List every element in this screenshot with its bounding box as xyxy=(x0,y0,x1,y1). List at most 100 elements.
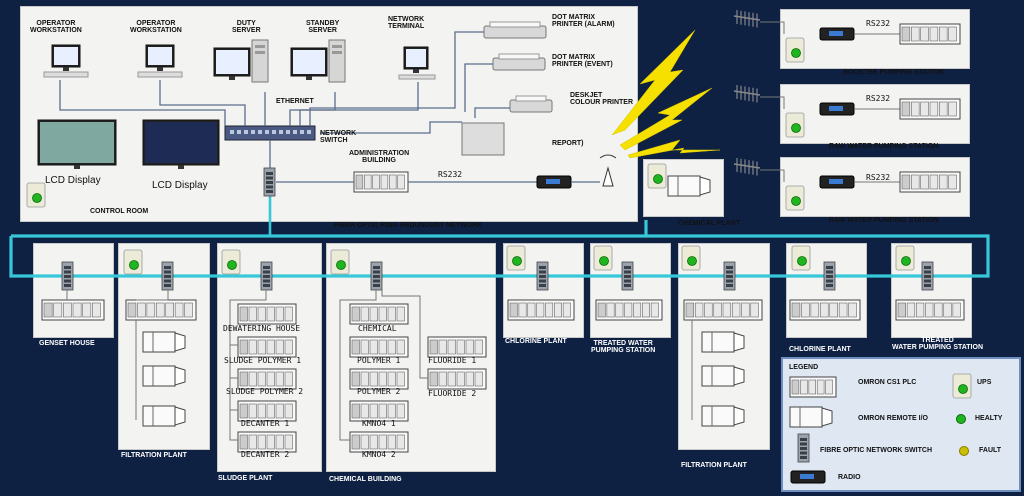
treated-water-1-ups xyxy=(593,245,613,271)
dot-matrix-printer-event xyxy=(492,53,546,71)
switch-port xyxy=(826,275,833,278)
plc-module xyxy=(838,302,848,318)
plc-module xyxy=(378,371,387,387)
switch-port xyxy=(279,130,283,134)
switch-port xyxy=(624,284,631,287)
plc-module xyxy=(920,101,929,117)
chemical-building-fiber-switch xyxy=(370,261,383,291)
plc-module xyxy=(369,434,378,450)
chemical-item-label: KMNO4 1 xyxy=(362,419,396,428)
ethernet-cable xyxy=(320,121,462,134)
healthy-led-icon xyxy=(32,193,42,203)
filtration-plant-2-remote-io xyxy=(701,331,745,353)
chemical-item-label: KMNO4 2 xyxy=(362,450,396,459)
plc-module xyxy=(146,302,156,318)
legend-remote-io-icon xyxy=(789,406,833,428)
switch-port xyxy=(373,270,380,274)
raw-water-1-plc xyxy=(899,98,961,120)
io-body xyxy=(701,331,735,353)
plc-module xyxy=(351,306,360,322)
switch-port xyxy=(624,266,631,269)
legend-plc-icon xyxy=(789,376,837,398)
plc-module xyxy=(943,302,952,318)
genset-house-plc xyxy=(41,299,105,321)
switch-port xyxy=(800,447,807,450)
sludge-item-label: DEWATERING HOUSE xyxy=(223,324,301,333)
tower-body xyxy=(251,39,269,83)
legend-fault-icon xyxy=(959,446,969,456)
printer-body xyxy=(509,99,553,113)
sludge-plant-plc xyxy=(237,400,297,422)
plc-module xyxy=(275,306,284,322)
plc-module xyxy=(284,339,293,355)
tower-drive xyxy=(255,45,265,48)
chemical-building-ups xyxy=(330,249,350,275)
switch-port xyxy=(266,181,273,184)
plc-module xyxy=(438,371,447,387)
plc-module xyxy=(509,302,518,318)
raw-water-1-antenna-cable xyxy=(760,96,785,109)
operator-workstation-2-label: OPERATOR WORKSTATION xyxy=(130,20,182,35)
monitor-stand xyxy=(413,69,419,73)
plc-module xyxy=(939,174,948,190)
switch-port xyxy=(251,130,255,134)
filtration-plant-1-remote-io xyxy=(142,405,186,427)
switch-port xyxy=(164,275,171,278)
plc-module xyxy=(372,174,380,190)
plc-module xyxy=(929,26,939,42)
plc-module xyxy=(275,339,284,355)
lcd-display-2 xyxy=(142,119,220,169)
plc-module xyxy=(266,339,275,355)
plc-module xyxy=(939,101,948,117)
chlorine-plant-1-plc xyxy=(507,299,575,321)
chemical-building-plc xyxy=(349,400,409,422)
plc-module xyxy=(650,302,659,318)
sludge-plant-plc xyxy=(237,431,297,453)
raw-water-2-plc xyxy=(899,171,961,193)
plc-module xyxy=(704,302,713,318)
plc-module xyxy=(387,339,396,355)
io-terminal xyxy=(733,332,745,352)
plc-module xyxy=(722,302,732,318)
plc-module xyxy=(816,379,825,395)
plc-module xyxy=(518,302,527,318)
report-label: REPORT) xyxy=(552,140,584,147)
chemical-item-label: CHEMICAL xyxy=(358,324,397,333)
io-bus xyxy=(381,290,428,379)
booster-plc xyxy=(899,23,961,45)
legend-radio-icon xyxy=(790,470,826,484)
legend-plc-label: OMRON CS1 PLC xyxy=(858,379,917,386)
healthy-led-icon xyxy=(797,256,807,266)
radio-display xyxy=(800,474,814,479)
wireless-link-icon xyxy=(611,29,696,136)
raw-water-2-label: RAW WATER PUMPING STATION xyxy=(829,217,939,224)
plc-module xyxy=(389,174,397,190)
switch-port xyxy=(726,275,733,278)
plc-module xyxy=(351,371,360,387)
plc-module xyxy=(239,306,248,322)
plc-module xyxy=(641,302,650,318)
treated-water-2-plc xyxy=(895,299,965,321)
switch-port xyxy=(300,130,304,134)
io-terminal xyxy=(174,332,186,352)
filtration-plant-2-label: FILTRATION PLANT xyxy=(681,462,747,469)
plc-module xyxy=(53,302,63,318)
healthy-led-icon xyxy=(791,48,801,58)
switch-port xyxy=(800,442,807,446)
treated-water-2-fiber-switch xyxy=(921,261,934,291)
sludge-item-label: DECANTER 2 xyxy=(241,450,290,459)
plc-module xyxy=(615,302,624,318)
treated-water-1-fiber-switch xyxy=(621,261,634,291)
tower-drive xyxy=(255,51,265,54)
switch-port xyxy=(266,190,273,193)
treated-water-2-ups xyxy=(895,245,915,271)
plc-module xyxy=(741,302,750,318)
plc-module xyxy=(897,302,906,318)
plc-module xyxy=(694,302,704,318)
legend-healthy-icon xyxy=(956,414,966,424)
deskjet-printer xyxy=(509,95,553,113)
plc-module xyxy=(369,371,378,387)
genset-house-label: GENSET HOUSE xyxy=(39,340,95,347)
plc-module xyxy=(911,26,920,42)
chemical-building-label: CHEMICAL BUILDING xyxy=(329,476,402,483)
